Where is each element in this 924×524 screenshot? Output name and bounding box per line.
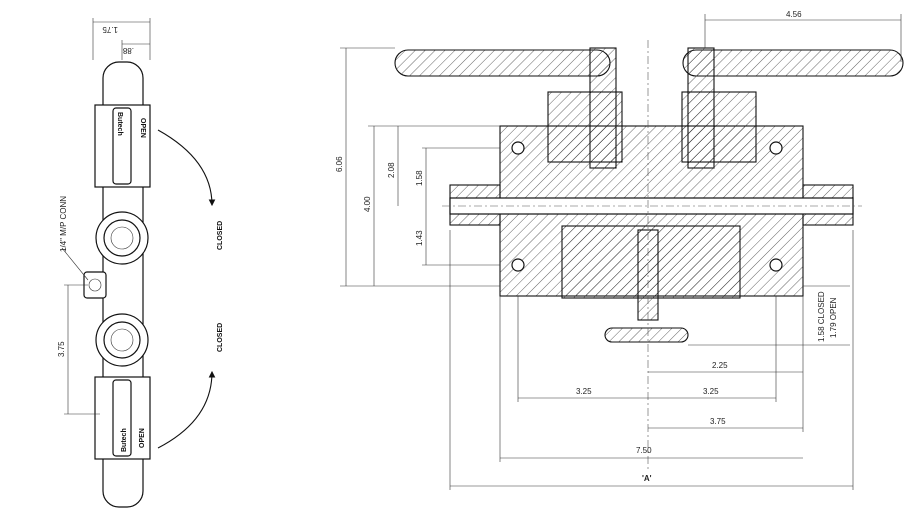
brand-bottom: Butech	[121, 428, 128, 452]
dim-overall-body-text: 7.50	[636, 446, 652, 455]
dim-handle-text: 4.56	[786, 10, 802, 19]
dim-right-half-text: 3.25	[703, 387, 719, 396]
brand-top: Butech	[116, 112, 123, 136]
closed-top: CLOSED	[217, 221, 224, 250]
dim-upper-text: 2.08	[387, 162, 396, 178]
dim-stem-closed-text: 1.58 CLOSED	[817, 291, 826, 342]
dim-overall-a-text: 'A'	[642, 474, 652, 483]
dim-lower-text: 1.43	[415, 230, 424, 246]
closed-bottom: CLOSED	[217, 323, 224, 352]
dim-right-outer-text: 3.75	[710, 417, 726, 426]
conn-label: 1/4" M/P CONN	[59, 196, 68, 252]
open-bottom: OPEN	[139, 428, 146, 448]
dim-center-right-text: 2.25	[712, 361, 728, 370]
dim-height-total-text: 6.06	[335, 156, 344, 172]
front-view: 4.56 6.06 4.00 2.08 1.58 1.43 1.58 CLOSE…	[335, 10, 904, 490]
dim-height-body-text: 4.00	[363, 196, 372, 212]
dim-offset-text: .88	[122, 46, 134, 55]
side-view: 1.75 .88 Butech Butech OPEN OPEN 1/4" M/…	[57, 18, 224, 508]
dim-width-text: 1.75	[102, 25, 118, 34]
dim-left-half-text: 3.25	[576, 387, 592, 396]
dim-upper-inner-text: 1.58	[415, 170, 424, 186]
dim-stem-open-text: 1.79 OPEN	[829, 297, 838, 338]
dim-spacing-text: 3.75	[57, 341, 66, 357]
open-top: OPEN	[139, 118, 146, 138]
